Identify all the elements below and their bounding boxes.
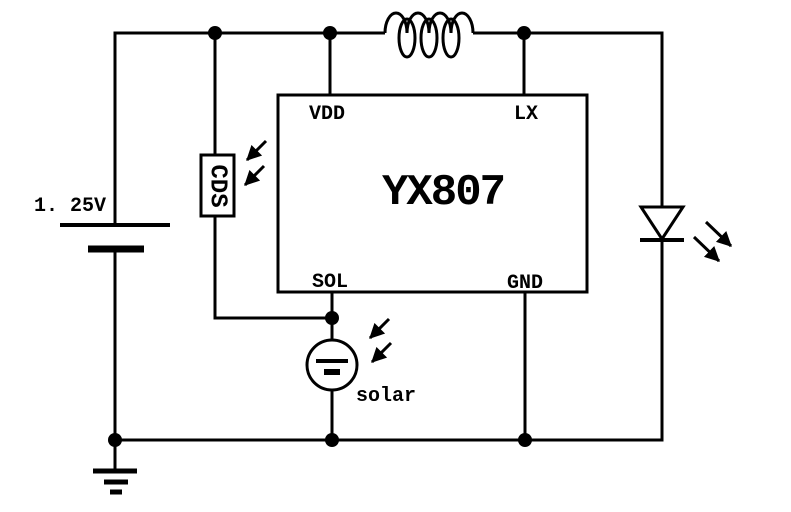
wire-bottom-rail xyxy=(115,240,664,442)
junction-dot xyxy=(108,433,122,447)
junction-dot xyxy=(323,26,337,40)
pin-label-gnd: GND xyxy=(507,272,543,295)
light-arrow-icon xyxy=(704,220,733,248)
battery-icon xyxy=(60,223,170,253)
light-arrow-icon xyxy=(243,164,266,187)
wire-top-left xyxy=(113,31,385,225)
photoresistor-label: CDS xyxy=(204,164,231,207)
junction-dot xyxy=(325,433,339,447)
wire-top-right xyxy=(473,31,664,207)
light-arrow-icon xyxy=(368,317,391,340)
inductor-loop xyxy=(441,17,461,59)
junction-dot xyxy=(517,26,531,40)
solar-cell-icon xyxy=(305,317,393,392)
solar-cell-body xyxy=(305,338,359,392)
junction-dot xyxy=(518,433,532,447)
photoresistor-icon: CDS xyxy=(199,139,268,218)
ground-icon xyxy=(93,468,137,495)
wire-cds-to-sol xyxy=(213,216,332,320)
led-icon xyxy=(638,205,733,263)
ic-name-label: YX807 xyxy=(382,168,504,218)
inductor-icon xyxy=(383,11,475,59)
led-triangle xyxy=(638,205,686,242)
pin-label-lx: LX xyxy=(514,103,538,126)
light-arrow-icon xyxy=(245,139,268,162)
ic-chip: YX807 VDD LX SOL GND xyxy=(276,93,589,295)
light-arrow-icon xyxy=(692,235,721,263)
pin-label-vdd: VDD xyxy=(309,103,345,126)
junction-dot xyxy=(325,311,339,325)
junction-dot xyxy=(208,26,222,40)
inductor-arches xyxy=(383,11,475,34)
light-arrow-icon xyxy=(370,341,393,364)
ic-body xyxy=(276,93,589,294)
photoresistor-body xyxy=(199,153,236,218)
inductor-loop xyxy=(419,17,439,59)
solar-cell-label: solar xyxy=(356,385,416,408)
battery-voltage-label: 1. 25V xyxy=(34,195,106,218)
inductor-loop xyxy=(397,17,417,59)
pin-label-sol: SOL xyxy=(312,271,348,294)
